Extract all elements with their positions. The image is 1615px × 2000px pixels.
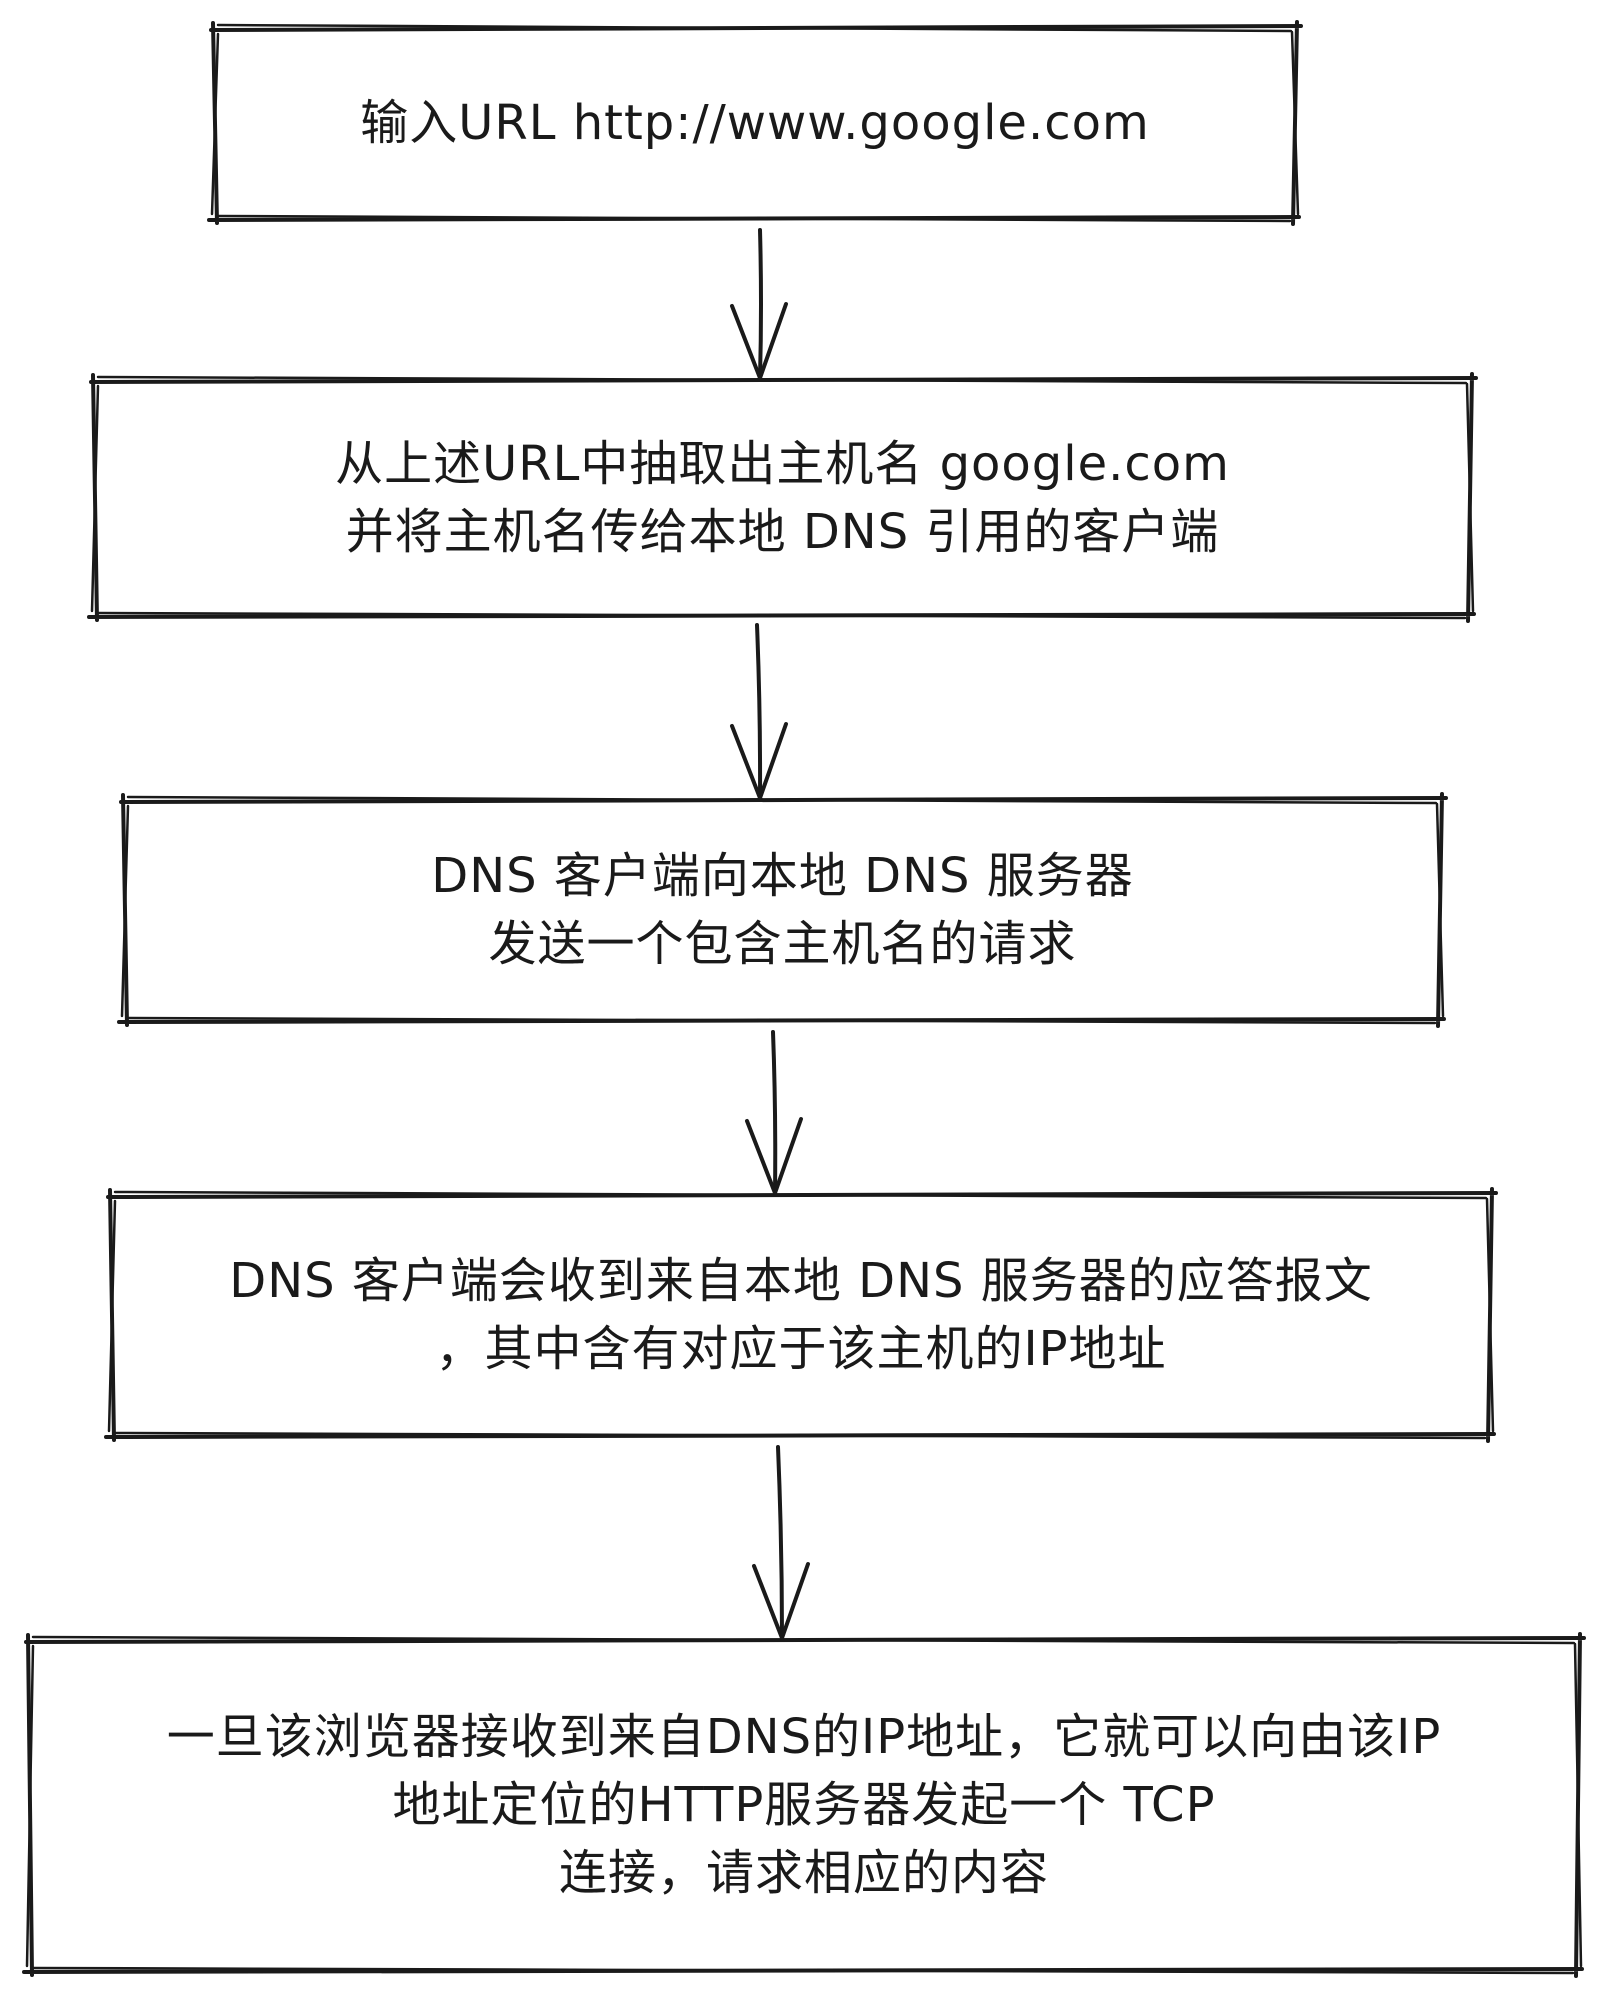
step-5-line-3: 连接，请求相应的内容 [558,1845,1049,1901]
step-2-line-2: 并将主机名传给本地 DNS 引用的客户端 [345,503,1220,560]
arrow-3-head [745,1117,803,1195]
step-5-line-2: 地址定位的HTTP服务器发起一个 TCP [392,1777,1216,1833]
step-5-box-sketch [25,1635,1583,1975]
step-4-line-2: ，其中含有对应于该主机的IP地址 [435,1321,1167,1377]
step-4-text: DNS 客户端会收到来自本地 DNS 服务器的应答报文 ，其中含有对应于该主机的… [112,1195,1490,1435]
arrow-4-head [752,1562,810,1640]
step-3-text: DNS 客户端向本地 DNS 服务器 发送一个包含主机名的请求 [125,800,1440,1020]
arrow-2-shaft [755,623,763,800]
step-1-line-1: 输入URL http://www.google.com [360,95,1150,151]
step-4-box-sketch [107,1190,1495,1440]
step-5-text: 一旦该浏览器接收到来自DNS的IP地址，它就可以向由该IP 地址定位的HTTP服… [30,1640,1578,1970]
arrow-2-head [730,722,788,800]
flowchart-arrows [730,228,810,1640]
step-4-line-1: DNS 客户端会收到来自本地 DNS 服务器的应答报文 [229,1253,1373,1309]
step-1-text: 输入URL http://www.google.com [215,28,1295,218]
step-2-line-1: 从上述URL中抽取出主机名 google.com [335,435,1230,492]
step-3-line-2: 发送一个包含主机名的请求 [488,916,1077,972]
step-2-text: 从上述URL中抽取出主机名 google.com 并将主机名传给本地 DNS 引… [95,380,1470,615]
arrow-4-shaft [776,1445,784,1640]
arrow-1-head [730,302,788,380]
arrow-3-shaft [771,1030,778,1195]
step-2-box-sketch [90,375,1475,620]
step-1-box-sketch [210,23,1300,223]
step-5-line-1: 一旦该浏览器接收到来自DNS的IP地址，它就可以向由该IP [166,1709,1442,1765]
arrow-1-shaft [758,228,763,380]
step-3-line-1: DNS 客户端向本地 DNS 服务器 [431,848,1134,904]
flowchart-boxes [22,20,1586,1978]
step-3-box-sketch [120,795,1445,1025]
